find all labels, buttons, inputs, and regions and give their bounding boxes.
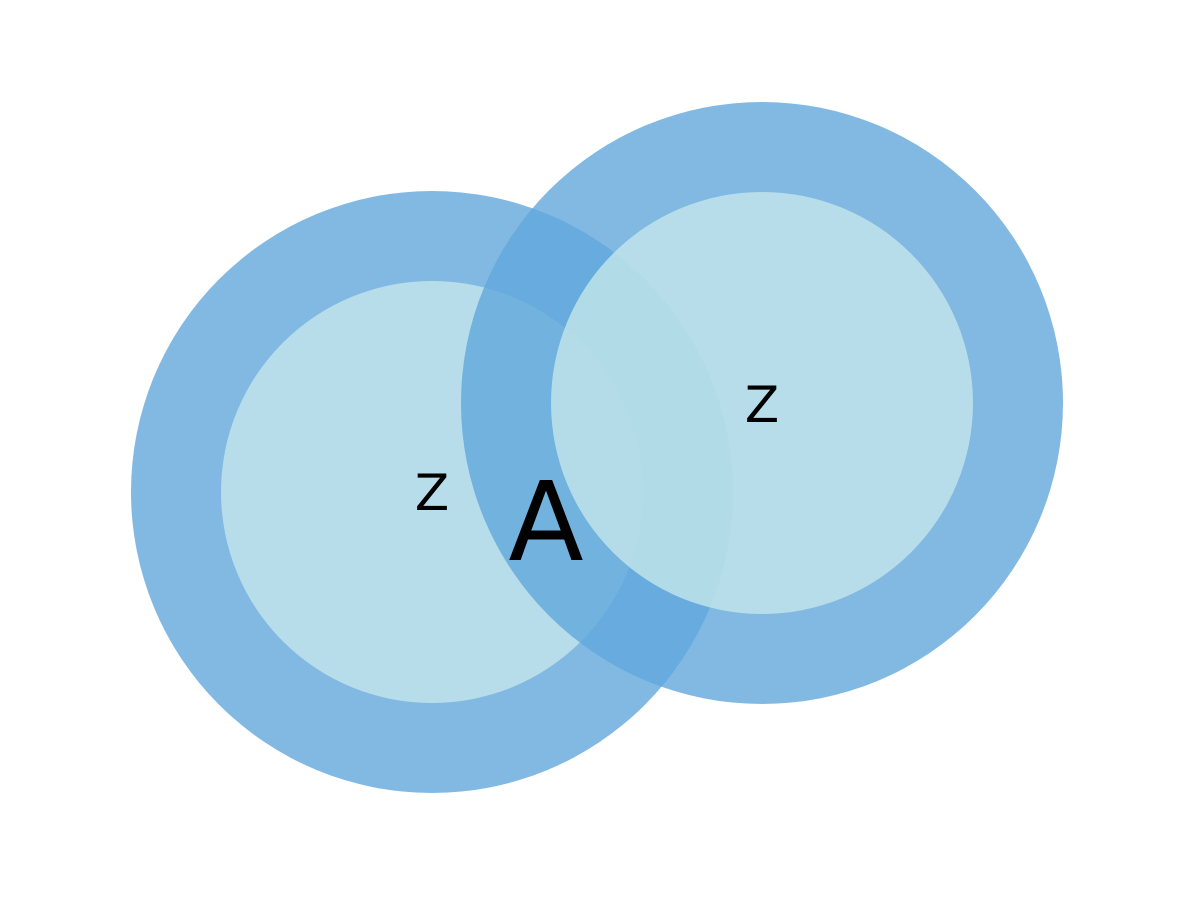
- right-circle-label: Z: [745, 376, 779, 434]
- right-inner-disc: [551, 192, 973, 614]
- left-circle-label: Z: [415, 464, 449, 522]
- overlap-label: A: [508, 458, 583, 586]
- right-circle: [461, 102, 1063, 704]
